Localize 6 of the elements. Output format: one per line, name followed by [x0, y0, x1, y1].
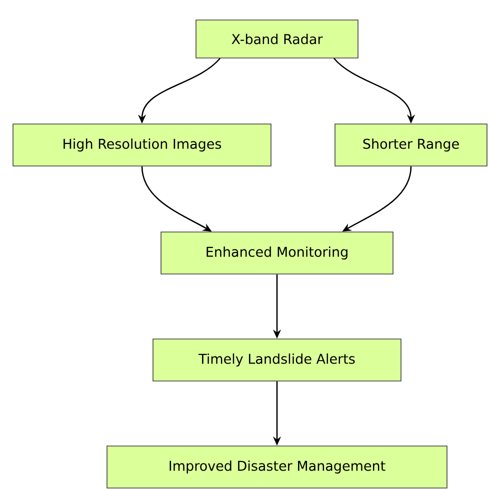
process-box: Shorter Range	[334, 124, 488, 166]
process-box: X-band Radar	[196, 20, 358, 58]
process-box: Enhanced Monitoring	[160, 232, 394, 274]
process-box: Improved Disaster Management	[106, 446, 448, 488]
process-box: Timely Landslide Alerts	[152, 338, 402, 382]
process-box: High Resolution Images	[12, 124, 272, 166]
